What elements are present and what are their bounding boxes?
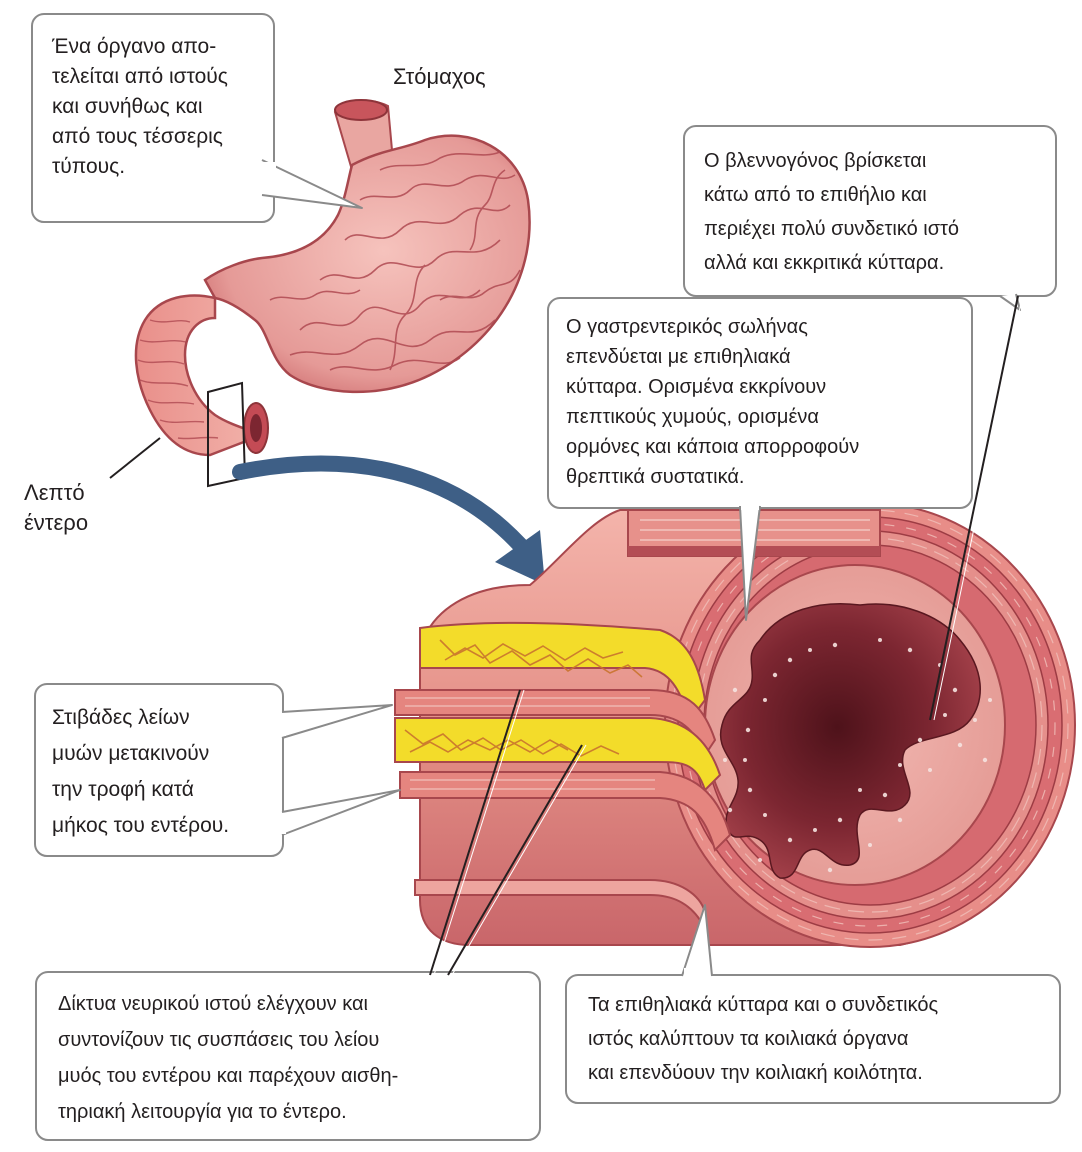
smooth-muscle-callout: Στιβάδες λείων μυών μετακινούν την τροφή…	[52, 700, 229, 844]
stomach-label: Στόμαχος	[393, 62, 486, 92]
small-intestine-label: Λεπτό έντερο	[24, 478, 88, 538]
organ-callout: Ένα όργανο απο- τελείται από ιστούς και …	[52, 32, 228, 182]
nervous-callout: Δίκτυα νευρικού ιστού ελέγχουν και συντο…	[58, 986, 398, 1130]
zoom-arrow	[240, 464, 520, 545]
intestine-cross-section	[395, 503, 1075, 947]
epithelium-callout: Ο γαστρεντερικός σωλήνας επενδύεται με ε…	[566, 312, 859, 492]
mucosa-callout: Ο βλεννογόνος βρίσκεται κάτω από το επιθ…	[704, 144, 959, 280]
connective-callout: Τα επιθηλιακά κύτταρα και ο συνδετικός ι…	[588, 988, 938, 1090]
